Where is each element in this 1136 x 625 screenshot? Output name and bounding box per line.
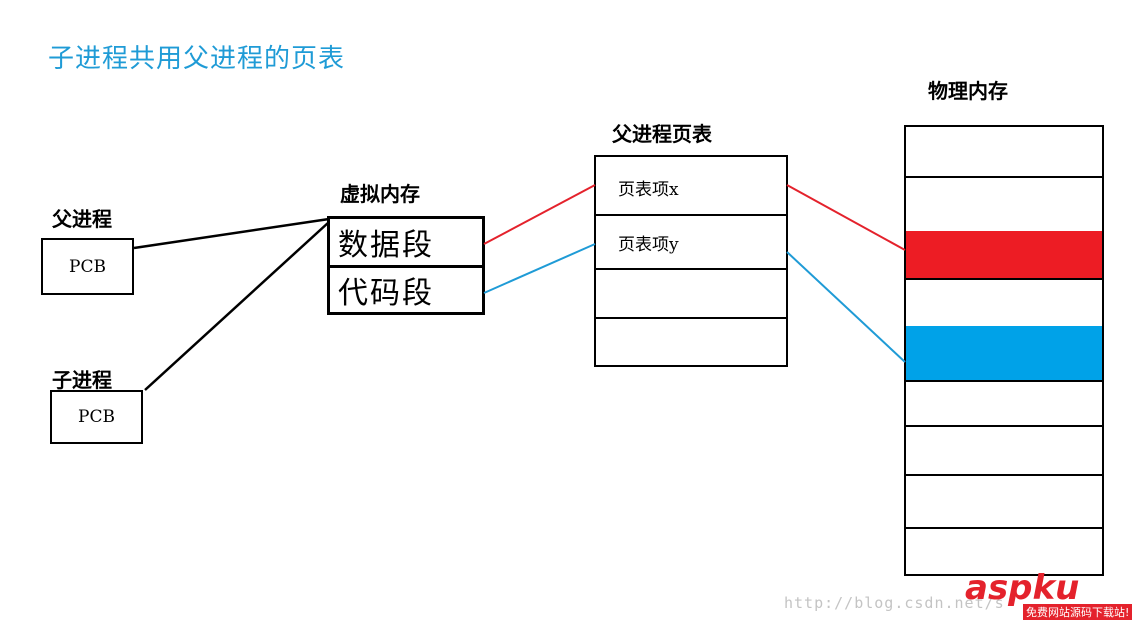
physical-memory-label: 物理内存 — [928, 79, 1008, 103]
physical-memory-block — [904, 125, 1104, 576]
page-table-entry: 页表项x — [596, 157, 786, 216]
data-segment-to-entry-x-line — [483, 184, 596, 245]
parent-pcb-box: PCB — [41, 238, 134, 295]
memory-frame — [906, 425, 1102, 476]
child-process-label: 子进程 — [52, 368, 112, 392]
parent-pcb-label: PCB — [69, 256, 106, 277]
child-pcb-label: PCB — [78, 407, 115, 427]
child-to-vm-line — [144, 221, 330, 391]
page-table-entry — [596, 268, 786, 319]
page-table-entry-label: 页表项x — [618, 180, 679, 200]
memory-frame-blue — [906, 326, 1102, 382]
page-table-block: 页表项x 页表项y — [594, 155, 788, 367]
entry-y-to-blue-frame-line — [786, 251, 906, 363]
memory-frame — [906, 127, 1102, 178]
code-segment-to-entry-y-line — [483, 243, 596, 294]
diagram-title: 子进程共用父进程的页表 — [48, 44, 346, 74]
parent-process-label: 父进程 — [52, 207, 112, 231]
virtual-memory-label: 虚拟内存 — [340, 182, 420, 206]
watermark-url: http://blog.csdn.net/s — [784, 594, 1005, 612]
aspku-logo-subtitle: 免费网站源码下载站! — [1023, 604, 1133, 620]
parent-to-vm-line — [133, 217, 330, 250]
page-table-entry: 页表项y — [596, 214, 786, 270]
page-table-label: 父进程页表 — [612, 122, 712, 146]
memory-frame — [906, 380, 1102, 427]
memory-frame-red — [906, 231, 1102, 280]
memory-frame — [906, 474, 1102, 529]
child-pcb-box: PCB — [50, 390, 143, 444]
page-table-entry-label: 页表项y — [618, 235, 679, 255]
entry-x-to-red-frame-line — [786, 184, 906, 251]
code-segment: 代码段 — [327, 265, 485, 315]
aspku-logo-text: aspku — [965, 568, 1080, 608]
aspku-logo: aspku 免费网站源码下载站! — [965, 568, 1135, 623]
virtual-memory-block: 数据段 代码段 — [327, 216, 485, 315]
